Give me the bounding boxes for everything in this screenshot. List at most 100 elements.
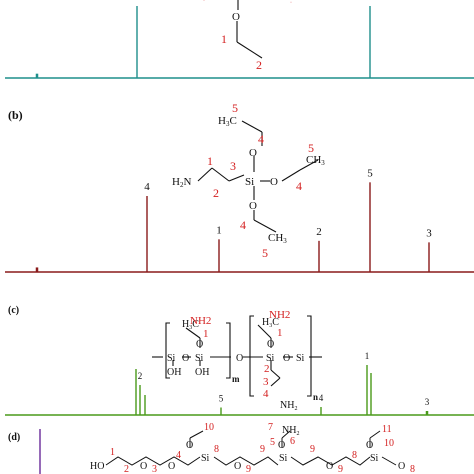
- panel-c-red-5: 4: [263, 388, 269, 400]
- panel-b-red-1: 1: [207, 154, 213, 168]
- panel-c-red-3: 2: [264, 363, 270, 375]
- panel-c-peak-label-1: 1: [365, 351, 370, 361]
- panel-c-si-4: Si: [296, 353, 305, 364]
- panel-d: (d) HO O O O Si O NH2 O Si O O Si: [8, 422, 415, 474]
- panel-d-red-11: 11: [382, 424, 392, 435]
- panel-b-red-2: 2: [213, 186, 219, 200]
- panel-c-peaks: [135, 365, 429, 415]
- panel-c-peak-label-2: 2: [138, 371, 143, 381]
- panel-c-si-2: Si: [195, 353, 204, 364]
- panel-d-si-3: Si: [370, 453, 379, 464]
- panel-d-red-9-a: 9: [246, 464, 251, 474]
- panel-b-red-5-bottom: 5: [262, 246, 268, 260]
- panel-d-o-top-mid: O: [278, 440, 285, 451]
- panel-d-ho: HO: [90, 461, 104, 472]
- panel-b-peak-labels: 4 1 2 5 3: [144, 167, 432, 239]
- panel-d-o-top-right: O: [366, 440, 373, 451]
- panel-c-subscript-m: m: [232, 374, 240, 384]
- panel-c-label: (c): [8, 305, 19, 316]
- panel-b-peak-label-4: 4: [144, 181, 150, 193]
- panel-c-peak-label-3: 3: [425, 397, 430, 407]
- panel-c-peak-label-5: 5: [219, 394, 224, 404]
- panel-c: (c) 2 5 4 1 3: [5, 305, 474, 416]
- panel-d-red-7: 7: [268, 422, 273, 433]
- panel-b-peak-label-2: 2: [316, 226, 322, 238]
- panel-d-nh2: NH2: [282, 425, 299, 437]
- panel-d-red-8-end: 8: [410, 464, 415, 474]
- panel-c-o-1: O: [182, 353, 189, 364]
- panel-d-red-3: 3: [152, 464, 157, 474]
- panel-c-si-1: Si: [167, 353, 176, 364]
- panel-c-o-3: O: [283, 353, 290, 364]
- panel-b-peak-label-3: 3: [426, 227, 432, 239]
- panel-c-red-1-left: NH2: [190, 315, 211, 327]
- panel-d-red-9-b: 9: [260, 444, 265, 455]
- panel-d-o-b: O: [168, 461, 175, 472]
- panel-b-red-3: 3: [230, 159, 236, 173]
- panel-d-red-5: 5: [270, 437, 275, 448]
- panel-d-red-2: 2: [124, 464, 129, 474]
- panel-c-nh2: NH2: [280, 400, 297, 412]
- panel-d-red-9-d: 9: [338, 464, 343, 474]
- panel-d-o-top-left: O: [186, 440, 193, 451]
- panel-a-peaks: [35, 6, 371, 78]
- panel-c-oh-2: OH: [195, 367, 209, 378]
- panel-b-red-5-top: 5: [232, 101, 238, 115]
- panel-d-red-10-left: 10: [204, 422, 214, 433]
- panel-a-label-1: 1: [221, 32, 227, 46]
- panel-d-o-c: O: [234, 461, 241, 472]
- panel-c-o-upper-right: O: [267, 339, 274, 350]
- panel-b-h3c-top: H3C: [218, 115, 237, 128]
- panel-c-o-2: O: [236, 353, 243, 364]
- panel-b-si: Si: [245, 176, 254, 188]
- panel-b-label: (b): [8, 108, 23, 122]
- panel-a-top-mark-right: ·: [290, 0, 292, 6]
- panel-b-red-4-right: 4: [296, 179, 302, 193]
- panel-a-label-2: 2: [256, 58, 262, 72]
- panel-c-peak-label-4: 4: [319, 393, 324, 403]
- panel-d-o-a: O: [140, 461, 147, 472]
- panel-a-o-atom: O: [232, 11, 240, 23]
- panel-c-peak-labels: 2 5 4 1 3: [138, 351, 430, 407]
- panel-b-peaks: [35, 182, 430, 272]
- panel-c-ch3-left: H3C: [182, 319, 199, 331]
- panel-c-oh-1: OH: [167, 367, 181, 378]
- panel-d-red-8-left: 8: [214, 444, 219, 455]
- panel-b-red-4-top: 4: [258, 132, 264, 146]
- panel-b-peak-label-1: 1: [216, 224, 222, 236]
- panel-d-red-9-c: 9: [310, 444, 315, 455]
- panel-b-red-5-right: 5: [308, 141, 314, 155]
- panel-c-structure: [152, 315, 322, 397]
- panel-b: (b) 4 1 2 5 3 H3C O H2N Si O O CH3: [5, 101, 474, 273]
- panel-b-red-4-bottom: 4: [240, 218, 246, 232]
- panel-b-o-right: O: [270, 176, 278, 188]
- panel-c-red-4: 3: [263, 376, 269, 388]
- panel-b-ch3-right: CH3: [306, 154, 325, 167]
- panel-d-red-4: 4: [176, 450, 181, 461]
- panel-a-top-mark-left: ·: [203, 0, 205, 4]
- panel-c-ch3-right: H3C: [262, 317, 279, 329]
- panel-d-si-1: Si: [201, 453, 210, 464]
- panel-b-ch3-bottom: CH3: [268, 232, 287, 245]
- panel-d-red-1: 1: [110, 447, 115, 458]
- panel-c-subscript-n: n: [313, 392, 318, 402]
- panel-b-o-top: O: [249, 147, 257, 159]
- panel-b-o-bottom: O: [249, 200, 257, 212]
- panel-d-o-e: O: [398, 461, 405, 472]
- panel-d-red-8-right: 8: [352, 450, 357, 461]
- panel-a: O 1 2 · ·: [5, 0, 474, 79]
- panel-c-red-2-left: 1: [203, 328, 209, 340]
- panel-d-o-d: O: [326, 461, 333, 472]
- panel-b-structure: [197, 120, 319, 233]
- panel-c-red-1-right: NH2: [269, 309, 290, 321]
- panel-c-o-upper-left: O: [196, 339, 203, 350]
- panel-a-structure: [236, 0, 263, 59]
- panel-d-red-6: 6: [290, 436, 295, 447]
- panel-d-red-10-right: 10: [384, 438, 394, 449]
- panel-d-si-2: Si: [279, 453, 288, 464]
- panel-d-label: (d): [8, 432, 20, 443]
- panel-b-h2n: H2N: [172, 176, 191, 189]
- panel-c-red-2-right: 1: [277, 327, 283, 339]
- panel-b-peak-label-5: 5: [367, 167, 373, 179]
